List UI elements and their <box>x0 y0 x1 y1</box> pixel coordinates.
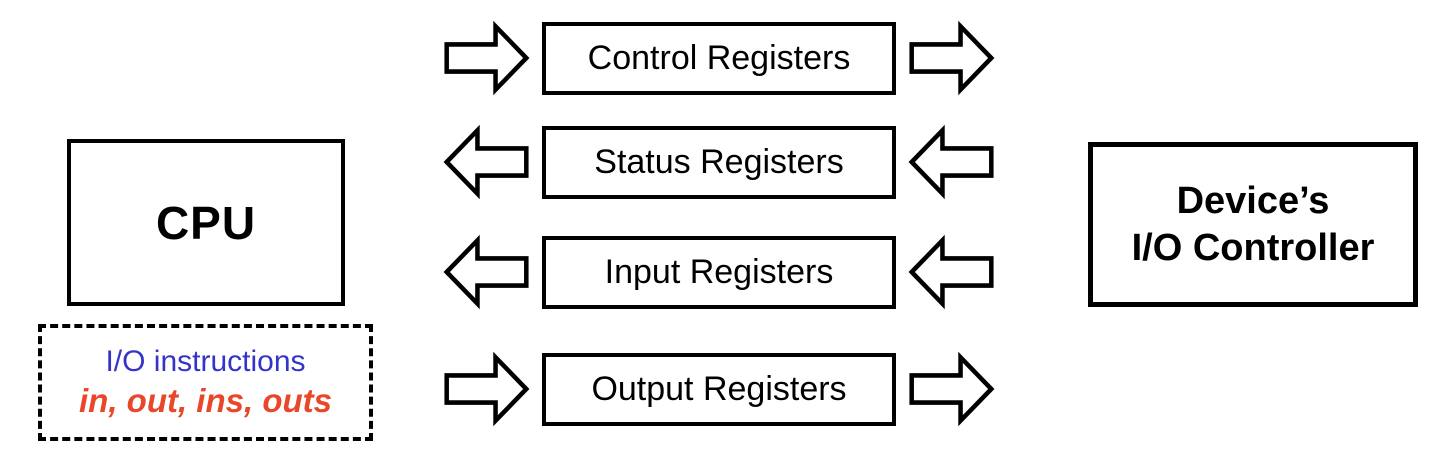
device-io-controller-label-line2: I/O Controller <box>1131 226 1375 269</box>
cpu-box: CPU <box>67 139 345 306</box>
device-io-controller-label-line1: Device’s <box>1176 180 1330 223</box>
block-arrow-icon <box>443 20 530 96</box>
input-registers-label: Input Registers <box>604 252 834 291</box>
cpu-label: CPU <box>155 196 257 249</box>
block-arrow-icon <box>443 351 530 427</box>
status-registers-label: Status Registers <box>594 142 844 181</box>
io-instruction-mnemonics: in, out, ins, outs <box>79 381 332 419</box>
register-row-output: Output Registers <box>443 349 995 429</box>
register-row-status: Status Registers <box>443 122 995 202</box>
device-io-controller-box: Device’s I/O Controller <box>1088 142 1418 307</box>
block-arrow-icon <box>908 234 995 310</box>
block-arrow-icon <box>908 351 995 427</box>
block-arrow-icon <box>443 124 530 200</box>
io-instructions-label: I/O instructions <box>105 345 306 379</box>
output-registers-box: Output Registers <box>542 352 896 426</box>
output-registers-label: Output Registers <box>591 369 847 408</box>
register-row-input: Input Registers <box>443 232 995 312</box>
block-arrow-icon <box>908 20 995 96</box>
input-registers-box: Input Registers <box>542 235 896 309</box>
register-row-control: Control Registers <box>443 18 995 98</box>
io-instructions-box: I/O instructions in, out, ins, outs <box>38 324 373 441</box>
control-registers-label: Control Registers <box>587 38 851 77</box>
block-arrow-icon <box>443 234 530 310</box>
status-registers-box: Status Registers <box>542 125 896 199</box>
control-registers-box: Control Registers <box>542 21 896 95</box>
block-arrow-icon <box>908 124 995 200</box>
